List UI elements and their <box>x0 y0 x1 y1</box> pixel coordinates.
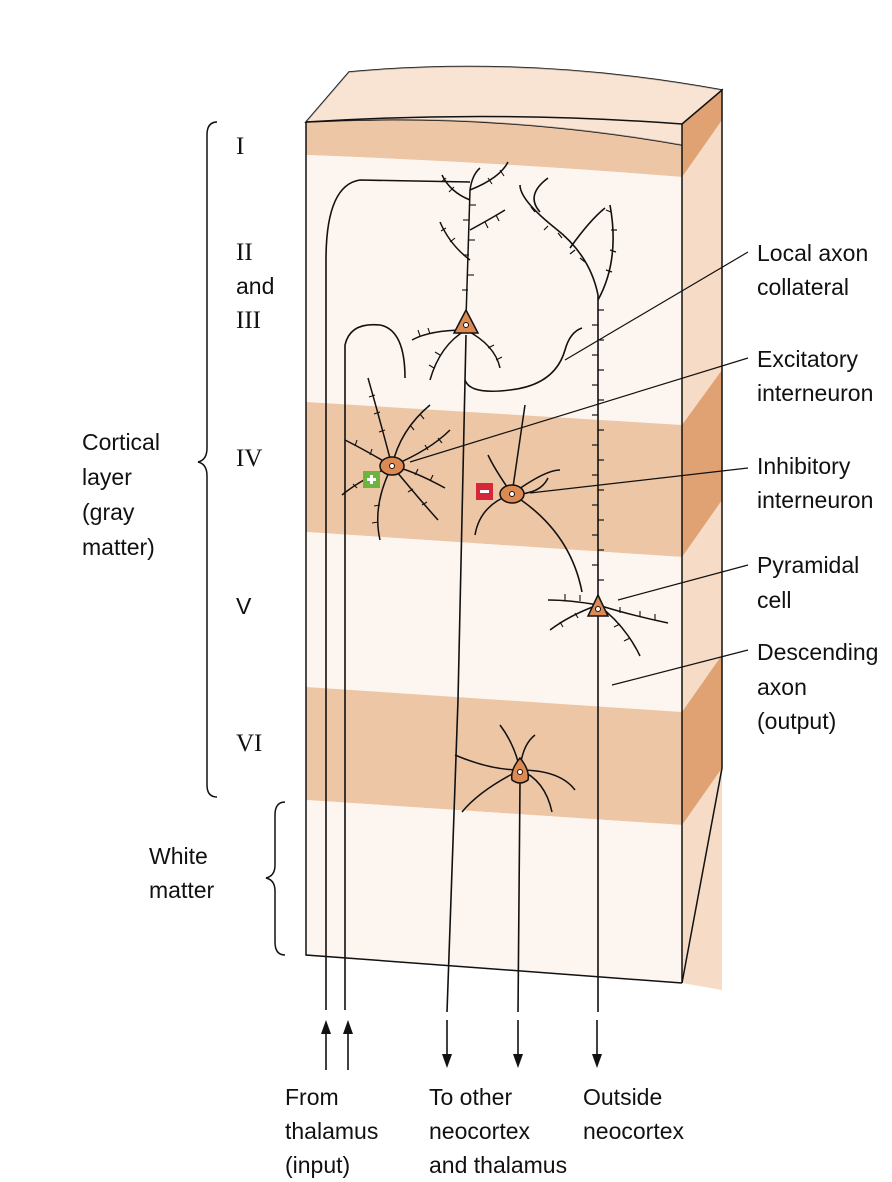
pyramidal-v-nucleus <box>595 606 601 612</box>
descending-label-line1: Descending <box>757 639 879 665</box>
excitatory-interneuron-spines <box>352 394 443 524</box>
pyramidal-ii-iii-nucleus <box>463 322 469 328</box>
up-arrow-icon <box>321 1020 331 1070</box>
descending-label-line2: axon <box>757 674 807 700</box>
white-matter-brace <box>265 801 286 956</box>
inhibitory-label-line2: interneuron <box>757 487 874 513</box>
layer-ii-iii-band <box>306 155 682 425</box>
white-matter-label-line1: White <box>149 843 208 869</box>
down-arrow-icon <box>592 1020 602 1068</box>
pyramidal-label-line1: Pyramidal <box>757 552 860 578</box>
to-label-line3: and thalamus <box>429 1152 568 1178</box>
layer-v-apical-dendrite <box>519 184 599 598</box>
local-axon-label-line1: Local axon <box>757 240 869 266</box>
cortical-label-line2: layer <box>82 464 132 490</box>
layer-i-top-edge <box>305 115 683 125</box>
outside-label-line1: Outside <box>583 1084 663 1110</box>
from-label-line1: From <box>285 1084 339 1110</box>
layer-and-label: and <box>236 273 275 299</box>
callout-lines <box>409 251 749 686</box>
side-layer-vi <box>682 655 722 825</box>
from-label-line2: thalamus <box>285 1118 379 1144</box>
cortical-label-line1: Cortical <box>82 429 160 455</box>
local-axon-collateral <box>464 327 583 393</box>
excitatory-interneuron-nucleus <box>389 463 395 469</box>
layer-v-label: V <box>236 593 252 619</box>
top-face-highlight <box>306 66 722 145</box>
dendrite-spines <box>530 206 617 581</box>
local-axon-leader <box>564 251 749 361</box>
side-layer-i <box>682 90 722 177</box>
layer-iii-label: III <box>236 307 261 334</box>
layer-bands <box>306 116 682 983</box>
side-layer-iv <box>682 370 722 557</box>
pyramidal-v-soma <box>586 593 610 617</box>
pyramidal-leader <box>617 564 749 601</box>
fibers <box>325 177 614 1013</box>
side-face <box>681 88 723 990</box>
from-label-line3: (input) <box>285 1152 351 1178</box>
layer-iv-band <box>306 402 682 557</box>
layer-iv-label: IV <box>236 445 263 472</box>
thalamic-input-fiber-2 <box>344 323 406 1010</box>
minus-sign-icon <box>476 483 493 500</box>
local-axon-label-line2: collateral <box>757 274 850 300</box>
cortical-label-line4: matter) <box>82 534 155 560</box>
inhibitory-leader <box>529 467 749 494</box>
cortical-layer-brace <box>197 121 218 798</box>
inhibitory-interneuron-nucleus <box>509 491 515 497</box>
pyramidal-ii-iii-axon <box>446 334 467 1013</box>
layer-i-label: I <box>236 133 245 160</box>
cortical-label-line3: (gray <box>82 499 135 525</box>
layer-vi-nucleus <box>517 769 523 775</box>
io-arrows <box>321 1020 602 1070</box>
outside-label-line2: neocortex <box>583 1118 685 1144</box>
to-label-line2: neocortex <box>429 1118 531 1144</box>
plus-sign-icon <box>363 471 380 488</box>
descending-label-line3: (output) <box>757 708 837 734</box>
excitatory-label-line2: interneuron <box>757 380 874 406</box>
layer-ii-label: II <box>236 239 253 266</box>
down-arrow-icon <box>442 1020 452 1068</box>
layer-vi-band <box>306 687 682 825</box>
to-label-line1: To other <box>429 1084 513 1110</box>
up-arrow-icon <box>343 1020 353 1070</box>
layer-vi-label: VI <box>236 730 263 757</box>
white-matter-band <box>306 800 682 983</box>
pyramidal-label-line2: cell <box>757 587 792 613</box>
inhibitory-label-line1: Inhibitory <box>757 453 851 479</box>
pyramidal-ii-iii-soma <box>452 308 480 334</box>
excitatory-label-line1: Excitatory <box>757 346 858 372</box>
layer-v-band <box>306 532 682 712</box>
thalamic-input-fiber-1 <box>325 179 471 1010</box>
descending-leader <box>611 649 749 686</box>
layer-vi-axon <box>517 781 521 1013</box>
block-outline <box>305 122 683 984</box>
pyramidal-v-spines <box>559 594 656 642</box>
excitatory-leader <box>409 357 749 463</box>
down-arrow-icon <box>513 1020 523 1068</box>
pyramidal-ii-iii-spines <box>417 169 505 369</box>
white-matter-label-line2: matter <box>149 877 215 903</box>
